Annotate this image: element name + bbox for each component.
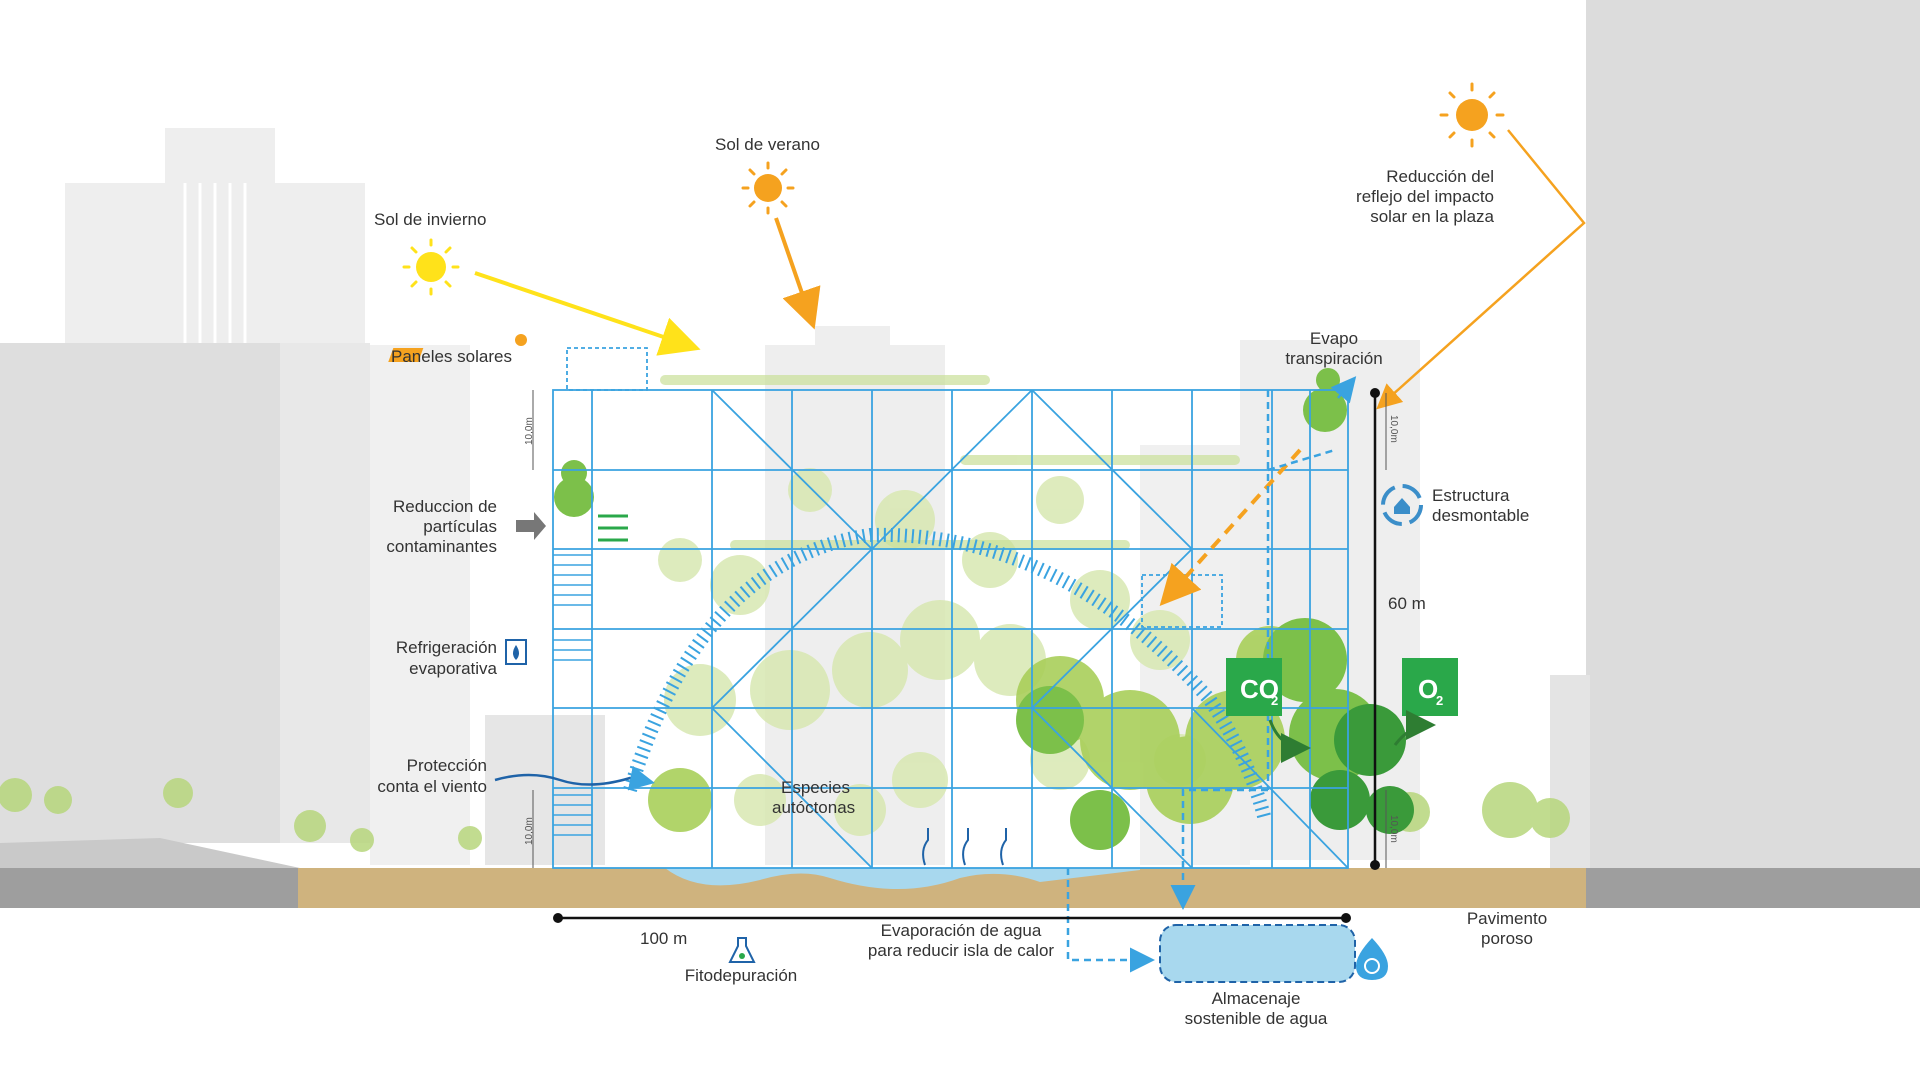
label-modulo-right-top: 10,0m (1388, 415, 1399, 443)
dimension-width (553, 913, 1351, 923)
o2-badge: O 2 (1402, 658, 1458, 716)
label-pavimento-1: Pavimento (1467, 909, 1547, 928)
ground (0, 838, 1920, 908)
label-modulo-bottom: 10,0m (524, 817, 535, 845)
background-buildings (0, 0, 1920, 870)
sun-winter-icon (402, 238, 460, 296)
water-flow-lines (1066, 390, 1336, 973)
arch-walkway (623, 527, 1272, 822)
label-altura: 60 m (1388, 594, 1426, 613)
label-particulas-3: contaminantes (386, 537, 497, 556)
label-modulo-right-bottom: 10,0m (1388, 815, 1399, 843)
label-particulas-1: Reduccion de (393, 497, 497, 516)
label-evaporacion-2: para reducir isla de calor (868, 941, 1054, 960)
label-reduccion-reflejo-2: reflejo del impacto (1356, 187, 1494, 206)
pollution-arrows (516, 512, 628, 542)
label-proteccion-1: Protección (407, 756, 487, 775)
label-almacenaje-1: Almacenaje (1212, 989, 1301, 1008)
label-evapo-1: Evapo (1310, 329, 1358, 348)
label-sol-verano: Sol de verano (715, 135, 820, 154)
label-almacenaje-2: sostenible de agua (1185, 1009, 1328, 1028)
wind-arrow (494, 765, 655, 791)
label-fitodepuracion: Fitodepuración (685, 966, 797, 985)
winter-sun-arrow (474, 271, 701, 356)
label-estructura-1: Estructura (1432, 486, 1510, 505)
o2-label: O (1418, 674, 1438, 704)
evaporation-arrows (922, 828, 1007, 866)
reflection-dashed-arrow (1159, 448, 1302, 606)
label-reduccion-reflejo-1: Reducción del (1386, 167, 1494, 186)
summer-sun-arrow (774, 217, 821, 330)
recycle-structure-icon (1381, 484, 1423, 526)
label-proteccion-2: conta el viento (377, 777, 487, 796)
water-storage-tank (1159, 924, 1356, 983)
flask-icon (728, 937, 756, 963)
co2-arrow (1268, 719, 1311, 763)
label-particulas-2: partículas (423, 517, 497, 536)
co2-badge: CO 2 (1226, 658, 1282, 716)
o2-arrow (1393, 710, 1436, 746)
label-modulo-top: 10,0m (524, 417, 535, 445)
sun-summer-icon (741, 161, 795, 215)
o2-subscript: 2 (1436, 693, 1443, 708)
label-refrigeracion-2: evaporativa (409, 659, 497, 678)
sun-reflection-icon (1439, 82, 1505, 148)
label-estructura-2: desmontable (1432, 506, 1529, 525)
label-paneles-solares: Paneles solares (391, 347, 512, 366)
label-evapo-2: transpiración (1285, 349, 1382, 368)
label-sol-invierno: Sol de invierno (374, 210, 486, 229)
label-pavimento-2: poroso (1481, 929, 1533, 948)
label-ancho: 100 m (640, 929, 687, 948)
co2-label: CO (1240, 674, 1279, 704)
water-cycle-icon (1356, 938, 1388, 980)
structure-grid (552, 347, 1349, 869)
module-ticks (532, 390, 1387, 868)
evapo-arrow (1330, 376, 1357, 404)
label-evaporacion-1: Evaporación de agua (881, 921, 1042, 940)
label-especies-2: autóctonas (772, 798, 855, 817)
co2-subscript: 2 (1271, 693, 1278, 708)
label-refrigeracion-1: Refrigeración (396, 638, 497, 657)
label-especies-1: Especies (781, 778, 850, 797)
label-reduccion-reflejo-3: solar en la plaza (1370, 207, 1494, 226)
stairs-left (553, 554, 592, 836)
reflection-arrow (1376, 129, 1586, 410)
dimension-height (1370, 388, 1380, 870)
solar-panel-icon (388, 334, 527, 362)
water-drop-icon (505, 639, 527, 665)
